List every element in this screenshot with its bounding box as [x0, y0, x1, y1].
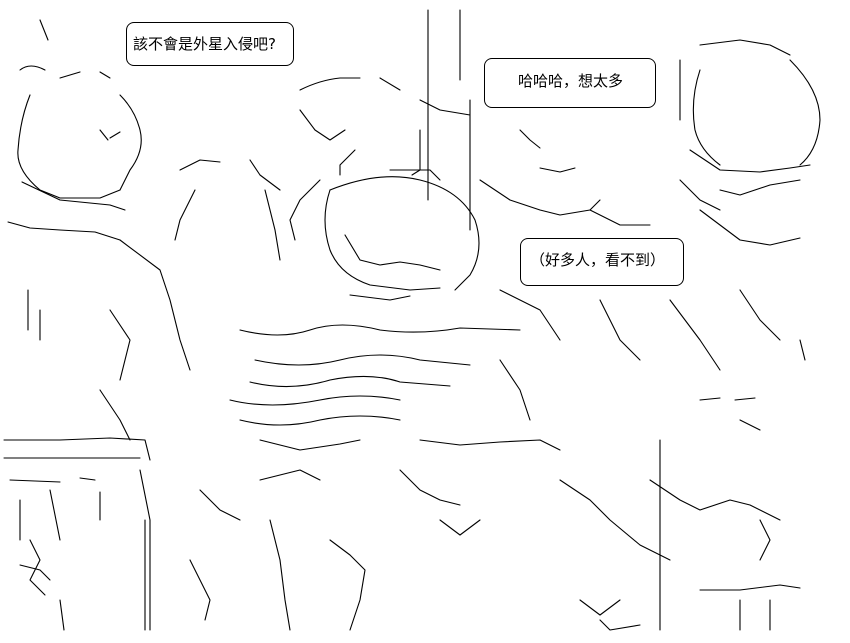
speech-bubble-top-center-text: 哈哈哈，想太多 [518, 72, 624, 90]
crowd-vertical-lines [144, 9, 681, 631]
speech-bubble-top-center: 哈哈哈，想太多 [518, 72, 624, 90]
central-figure [189, 176, 521, 631]
right-center-figure [399, 99, 671, 631]
speech-bubble-bottom-right-text: （好多人，看不到） [530, 251, 666, 269]
right-figure [599, 39, 821, 631]
speech-bubble-top-left: 該不會是外星入侵吧? [133, 37, 276, 52]
left-figure-head [7, 19, 142, 241]
speech-bubble-bottom-right: （好多人，看不到） [530, 251, 666, 269]
speech-bubble-top-left-text: 該不會是外星入侵吧? [133, 35, 276, 53]
center-left-figure [174, 77, 441, 261]
left-figure-body [3, 239, 191, 631]
